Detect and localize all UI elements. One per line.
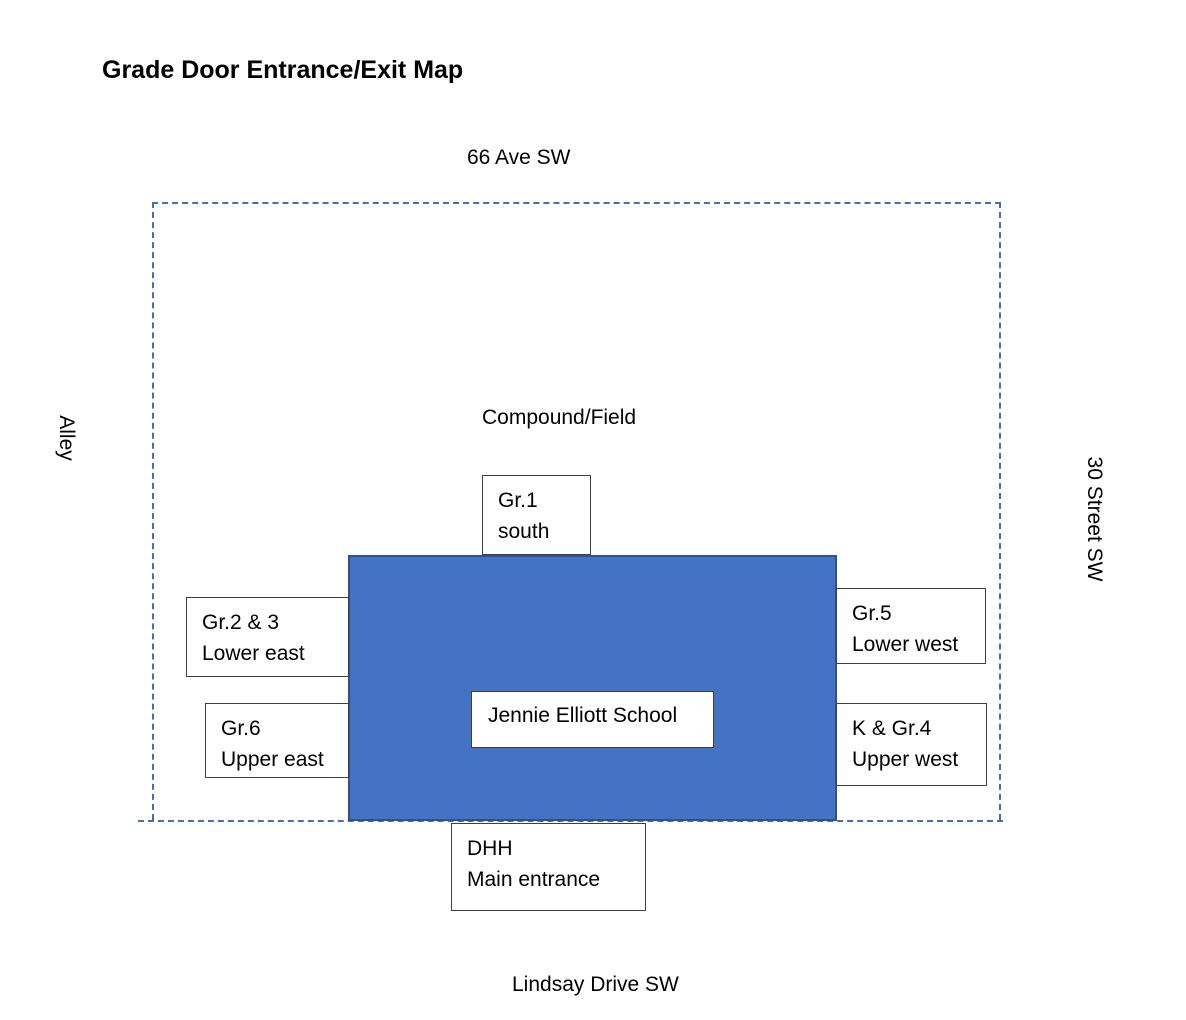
door-location-label: Upper east	[221, 748, 324, 771]
door-location-label: Lower east	[202, 642, 305, 665]
door-location-label: Lower west	[852, 633, 959, 656]
door-k-gr4-upper-west: K & Gr.4 Upper west	[836, 703, 987, 786]
door-grade-label: Gr.1	[498, 489, 538, 512]
street-label-west: Alley	[55, 415, 78, 461]
door-location-label: Upper west	[852, 748, 959, 771]
door-gr6-upper-east: Gr.6 Upper east	[205, 703, 349, 778]
street-label-east: 30 Street SW	[1083, 456, 1106, 582]
door-grade-label: DHH	[467, 837, 513, 860]
street-label-north: 66 Ave SW	[467, 146, 571, 169]
property-boundary-south	[138, 820, 1003, 822]
door-location-label: south	[498, 520, 550, 543]
door-gr5-lower-west: Gr.5 Lower west	[836, 588, 986, 664]
door-grade-label: Gr.2 & 3	[202, 611, 280, 634]
map-title: Grade Door Entrance/Exit Map	[102, 56, 464, 84]
school-building	[348, 555, 837, 821]
door-location-label: Main entrance	[467, 868, 601, 891]
school-name-label: Jennie Elliott School	[471, 691, 714, 748]
door-grade-label: Gr.6	[221, 717, 261, 740]
door-grade-label: Gr.5	[852, 602, 892, 625]
compound-field-label: Compound/Field	[482, 406, 637, 429]
street-label-south: Lindsay Drive SW	[512, 973, 679, 996]
door-dhh-main-entrance: DHH Main entrance	[451, 823, 646, 911]
door-gr2-3-lower-east: Gr.2 & 3 Lower east	[186, 597, 349, 677]
property-boundary	[152, 202, 1001, 820]
door-grade-label: K & Gr.4	[852, 717, 932, 740]
door-gr1-south: Gr.1 south	[482, 475, 591, 555]
